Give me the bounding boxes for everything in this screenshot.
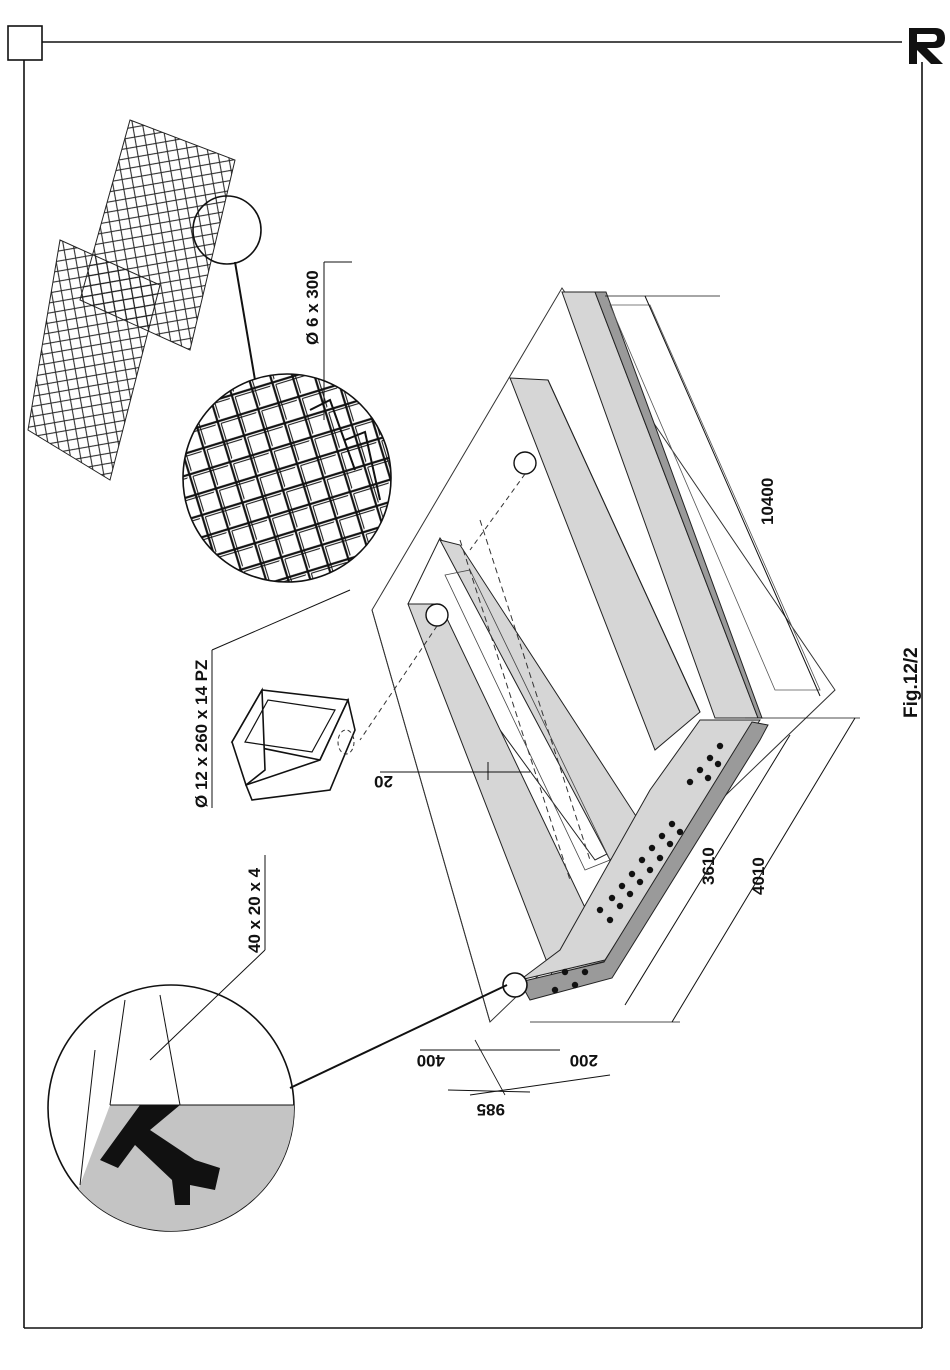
figure-caption: Fig.12/2 <box>901 647 922 718</box>
weld-label: 40 x 20 x 4 <box>245 867 264 953</box>
section-dimensions: 400 200 985 <box>417 1040 610 1119</box>
d400-label: 400 <box>417 1051 445 1070</box>
mesh-detail: Ø 6 x 300 <box>180 262 395 585</box>
d985-label: 985 <box>477 1100 505 1119</box>
d200-label: 200 <box>570 1051 598 1070</box>
gap-label: 20 <box>374 772 393 791</box>
dowel-label: Ø 12 x 260 x 14 PZ <box>192 660 211 808</box>
length-label: 10400 <box>758 478 777 525</box>
dowel-box: Ø 12 x 260 x 14 PZ <box>192 590 355 808</box>
weld-detail: 40 x 20 x 4 <box>48 855 507 1240</box>
corner-box <box>8 26 42 60</box>
width-inner-label: 3610 <box>699 847 718 885</box>
width-outer-label: 4010 <box>749 857 768 895</box>
mesh-label: Ø 6 x 300 <box>303 270 322 345</box>
r-logo-icon <box>909 28 945 64</box>
